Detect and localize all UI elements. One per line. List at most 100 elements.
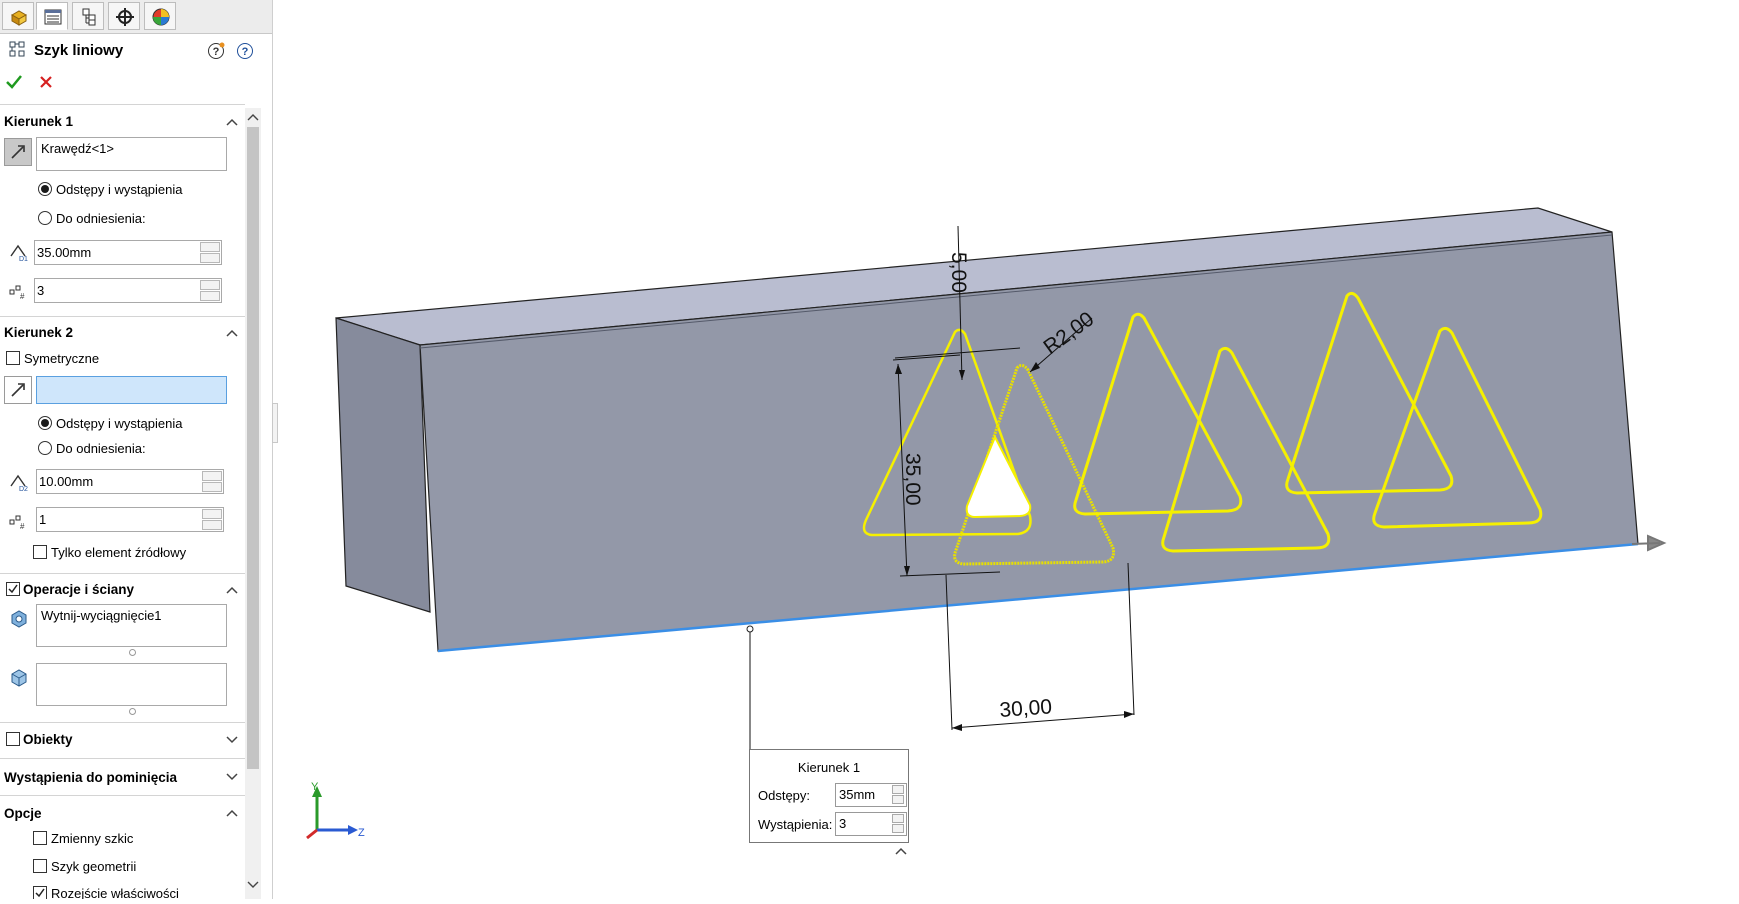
model-view[interactable]: 5,00 R2,00 35,00 30,00 Y Z — [273, 0, 1739, 899]
direction-arrow-icon — [11, 383, 25, 397]
chevron-down-icon[interactable] — [226, 772, 238, 782]
direction-arrow-icon — [11, 145, 25, 159]
direction2-spacing-input[interactable]: 10.00mm — [36, 469, 224, 494]
direction1-spacing-radio[interactable] — [38, 182, 52, 196]
scroll-up-icon[interactable] — [247, 112, 259, 122]
chevron-up-icon[interactable] — [226, 808, 238, 818]
divider — [0, 758, 245, 759]
seed-only-label: Tylko element źródłowy — [51, 545, 187, 560]
tab-configuration-manager[interactable] — [72, 2, 104, 30]
faces-select-icon — [11, 669, 27, 687]
accept-checkmark-icon[interactable] — [5, 74, 23, 90]
spin-down-button[interactable] — [892, 824, 904, 833]
scrollbar-thumb[interactable] — [247, 127, 259, 769]
direction1-reference-radio[interactable] — [38, 211, 52, 225]
spin-up-button[interactable] — [892, 785, 904, 794]
callout-title: Kierunek 1 — [797, 760, 861, 775]
spin-down-button[interactable] — [202, 520, 222, 530]
divider — [0, 316, 245, 317]
pattern-instance — [1161, 346, 1331, 553]
resize-handle[interactable] — [129, 708, 136, 715]
symmetric-checkbox[interactable] — [6, 351, 20, 365]
divider — [0, 795, 245, 796]
help-icon[interactable]: ? — [236, 42, 254, 60]
seed-only-checkbox[interactable] — [33, 545, 47, 559]
direction2-edge-field[interactable] — [36, 376, 227, 404]
property-manager: Szyk liniowy ? ? Kierunek 1 Krawędź<1> O… — [0, 0, 273, 899]
skip-instances-title: Wystąpienia do pominięcia — [4, 770, 178, 785]
varying-sketch-checkbox[interactable] — [33, 831, 47, 845]
dimension-height-label[interactable]: 35,00 — [901, 453, 924, 506]
linear-pattern-icon — [9, 41, 25, 57]
bodies-checkbox[interactable] — [6, 732, 20, 746]
direction1-instances-input[interactable]: 3 — [34, 278, 222, 303]
instances-icon: # — [9, 515, 25, 530]
whats-wrong-help-icon[interactable]: ? — [207, 42, 225, 60]
panel-splitter-handle[interactable] — [272, 403, 278, 443]
direction1-title: Kierunek 1 — [4, 114, 74, 129]
tab-feature-manager[interactable] — [2, 2, 34, 30]
direction2-reference-radio[interactable] — [38, 441, 52, 455]
bend-line — [419, 234, 1613, 349]
axis-triad-icon — [306, 786, 358, 840]
bodies-title: Obiekty — [23, 732, 73, 747]
direction2-instances-input[interactable]: 1 — [36, 507, 224, 532]
svg-text:?: ? — [242, 46, 249, 58]
divider — [0, 104, 245, 105]
direction2-spacing-radio[interactable] — [38, 416, 52, 430]
direction1-spacing-input[interactable]: 35.00mm — [34, 240, 222, 265]
resize-handle[interactable] — [129, 649, 136, 656]
faces-list-field[interactable] — [36, 663, 227, 706]
spin-down-button[interactable] — [892, 795, 904, 804]
tab-property-manager[interactable] — [36, 2, 68, 30]
dimension-top-label[interactable]: 5,00 — [947, 252, 970, 293]
dimension-width-label[interactable]: 30,00 — [999, 695, 1053, 722]
direction2-reverse-button[interactable] — [4, 376, 32, 404]
features-title: Operacje i ściany — [23, 582, 135, 597]
direction-callout: Kierunek 1 Odstępy: 35mm Wystąpienia: 3 — [749, 749, 909, 843]
direction-edge[interactable] — [437, 542, 1639, 653]
chevron-down-icon[interactable] — [226, 735, 238, 745]
spacing-icon: D1 — [10, 244, 28, 262]
checkmark-icon — [8, 584, 18, 594]
spin-up-button[interactable] — [202, 509, 222, 519]
symmetric-label: Symetryczne — [24, 351, 100, 366]
direction1-reverse-button[interactable] — [4, 138, 32, 166]
spin-down-button[interactable] — [202, 482, 222, 492]
direction1-edge-field[interactable]: Krawędź<1> — [36, 137, 227, 171]
checkmark-icon — [35, 888, 45, 898]
svg-text:?: ? — [213, 46, 220, 58]
direction1-spacing-label: Odstępy i wystąpienia — [56, 182, 183, 197]
features-checkbox[interactable] — [6, 582, 20, 596]
graphics-area[interactable]: 5,00 R2,00 35,00 30,00 Y Z — [273, 0, 1739, 899]
tab-dimxpert-manager[interactable] — [108, 2, 140, 30]
spin-down-button[interactable] — [200, 291, 220, 301]
chevron-up-icon[interactable] — [226, 328, 238, 338]
tab-display-manager[interactable] — [144, 2, 176, 30]
spin-up-button[interactable] — [202, 471, 222, 481]
svg-text:D1: D1 — [19, 256, 28, 262]
features-list-field[interactable]: Wytnij-wyciągnięcie1 — [36, 604, 227, 647]
direction-arrow-icon[interactable] — [1631, 534, 1667, 552]
callout-spacing-input[interactable]: 35mm — [835, 783, 907, 807]
features-select-icon — [11, 610, 27, 628]
callout-instances-input[interactable]: 3 — [835, 812, 907, 836]
spin-up-button[interactable] — [200, 280, 220, 290]
configuration-icon — [82, 8, 96, 26]
cancel-x-icon[interactable] — [39, 75, 53, 89]
direction2-reference-label: Do odniesienia: — [56, 441, 146, 456]
direction1-spacing-value: 35.00mm — [37, 245, 92, 260]
chevron-up-icon[interactable] — [895, 846, 907, 856]
spin-up-button[interactable] — [200, 242, 220, 252]
propagate-checkbox[interactable] — [33, 886, 47, 899]
pattern-instance — [1285, 291, 1454, 495]
callout-anchor[interactable] — [746, 625, 754, 633]
callout-spacing-label: Odstępy: — [758, 788, 811, 803]
chevron-up-icon[interactable] — [226, 117, 238, 127]
chevron-up-icon[interactable] — [226, 585, 238, 595]
propagate-label: Rozejście właściwości — [51, 886, 179, 899]
spin-down-button[interactable] — [200, 253, 220, 263]
scroll-down-icon[interactable] — [247, 880, 259, 890]
spin-up-button[interactable] — [892, 814, 904, 823]
geometry-pattern-checkbox[interactable] — [33, 859, 47, 873]
